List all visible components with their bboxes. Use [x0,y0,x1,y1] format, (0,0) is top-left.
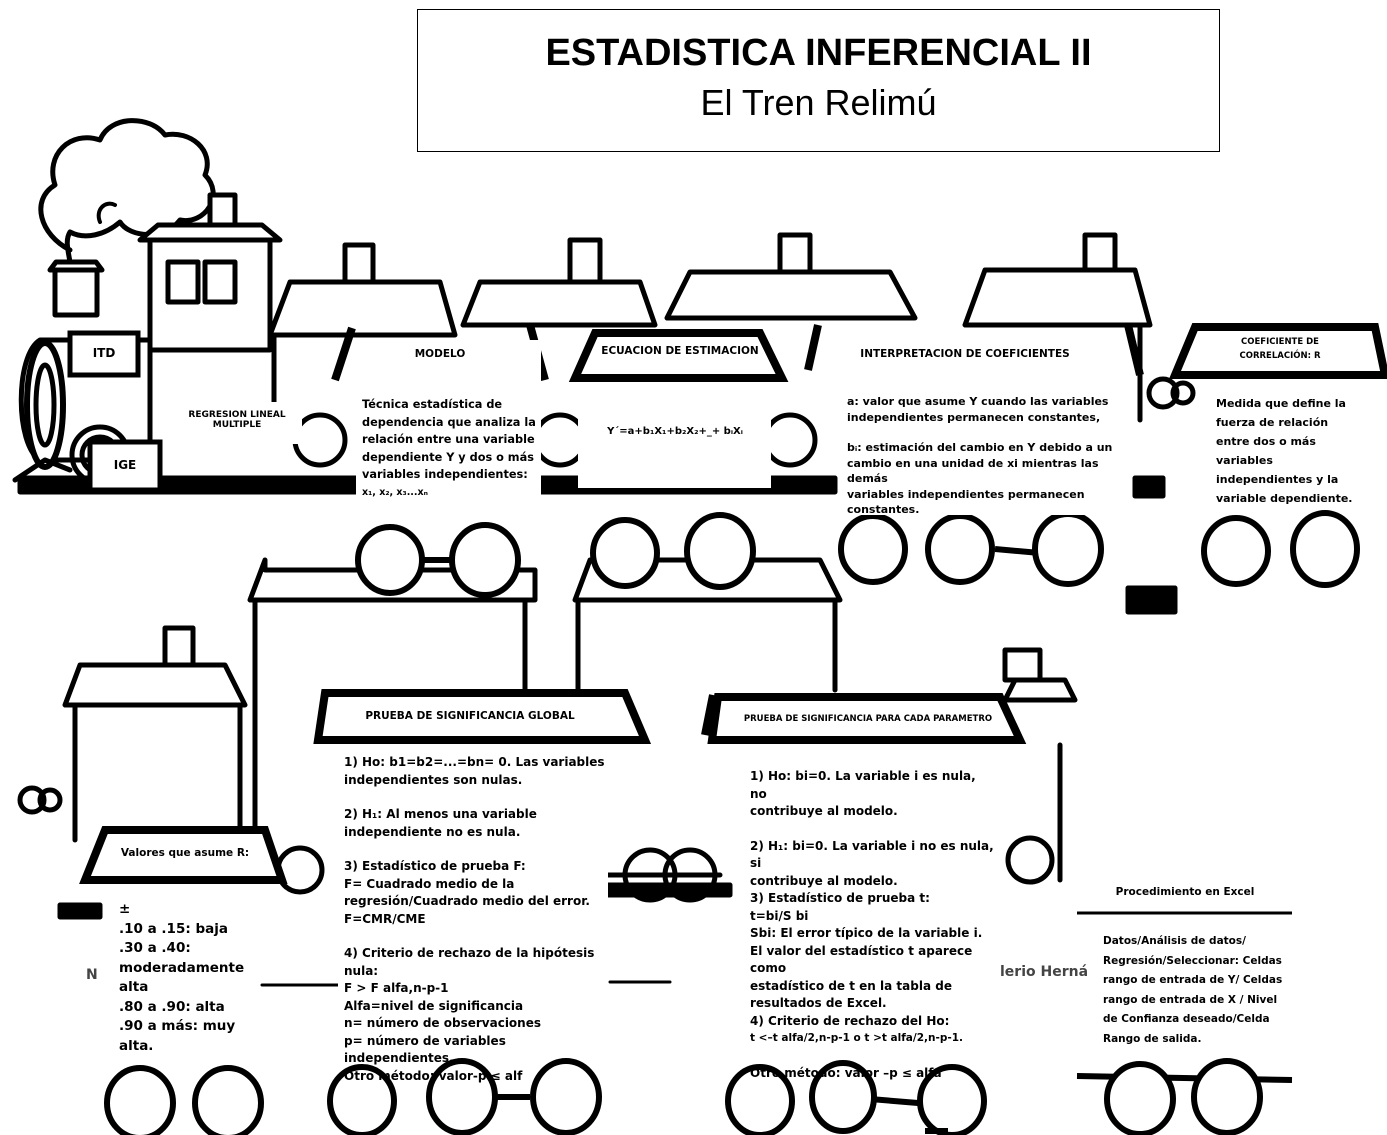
global-header: PRUEBA DE SIGNIFICANCIA GLOBAL [365,710,575,722]
excel-header: Procedimiento en Excel [1115,886,1255,898]
modelo-header: MODELO [414,348,466,360]
global-text: 1) Ho: b1=b2=...=bn= 0. Las variables in… [344,755,605,1083]
modelo-panel [356,340,541,515]
title-box: ESTADISTICA INFERENCIAL II El Tren Relim… [417,9,1220,152]
valores-text: ± .10 a .15: baja .30 a .40: moderadamen… [119,901,245,1054]
smoke-icon [38,118,216,265]
valores-header: Valores que asume R: [120,847,250,859]
global-panel [338,752,608,1058]
coeficiente-text: Medida que define la fuerza de relación … [1216,397,1353,505]
ige-label: IGE [113,458,137,472]
parametro-header: PRUEBA DE SIGNIFICANCIA PARA CADA PARAME… [743,714,993,724]
itd-label: ITD [92,346,116,360]
author-fragment-left: N [86,967,98,983]
valores-panel [103,895,243,1053]
interpretacion-panel [842,340,1127,515]
ecuacion-panel [578,410,771,488]
interpretacion-header: INTERPRETACION DE COEFICIENTES [860,348,1070,360]
parametro-text: 1) Ho: bi=0. La variable i es nula, no c… [750,769,994,1080]
coeficiente-header: COEFICIENTE DE CORRELACIÓN: R [1239,337,1321,361]
excel-text: Datos/Análisis de datos/ Regresión/Selec… [1103,935,1283,1045]
ecuacion-header: ECUACION DE ESTIMACION [601,345,759,357]
topic-label: REGRESION LINEAL MULTIPLE [172,402,302,444]
page-subtitle: El Tren Relimú [700,82,937,123]
modelo-text: Técnica estadística de dependencia que a… [362,398,536,498]
coeficiente-panel [1205,388,1355,508]
ecuacion-formula: Y´=a+b₁X₁+b₂X₂+_+ bᵢXᵢ [607,426,743,437]
page-title: ESTADISTICA INFERENCIAL II [545,32,1092,74]
author-fragment-right: lerio Herná [1000,964,1089,980]
parametro-panel [745,760,995,1040]
interpretacion-text: a: valor que asume Y cuando las variable… [847,395,1113,516]
